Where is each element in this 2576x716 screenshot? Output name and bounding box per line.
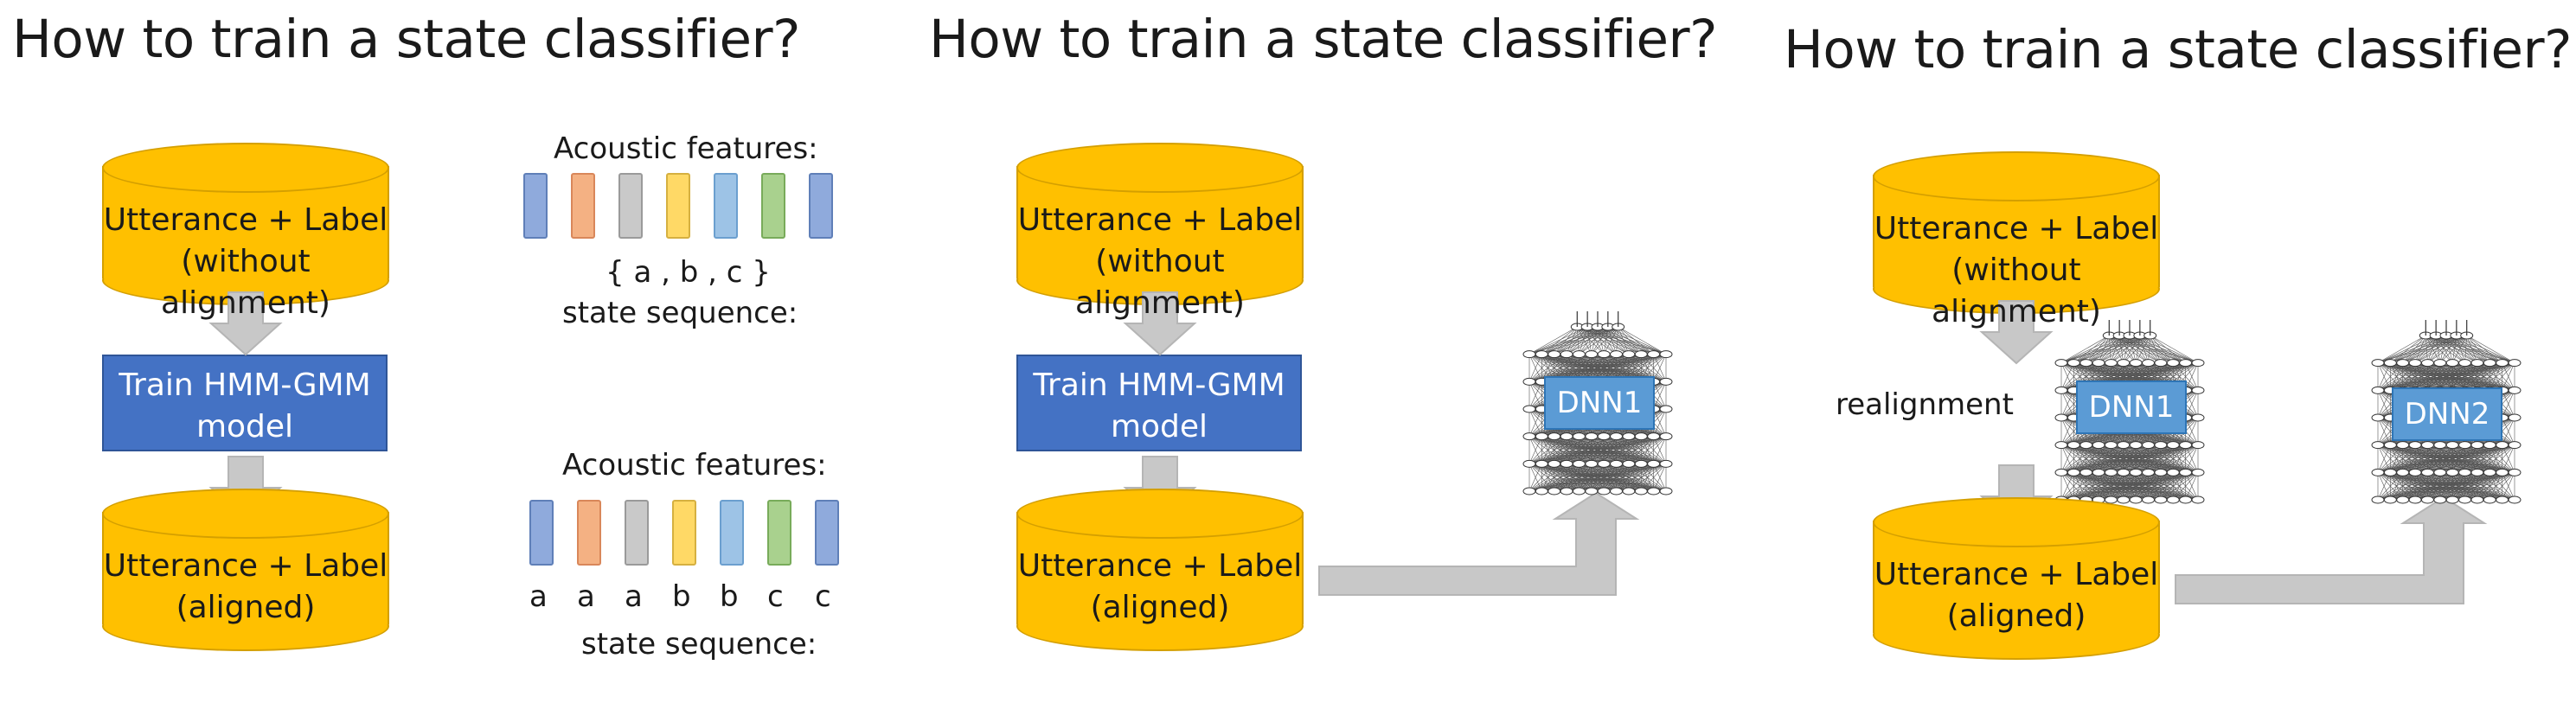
state-sequence-label-lower: state sequence: [581, 627, 817, 662]
right-up-arrow-icon [1318, 491, 1640, 596]
state-label: a [625, 579, 643, 614]
state-label: c [767, 579, 784, 614]
database-unaligned: Utterance + Label (without alignment) [102, 143, 389, 321]
feature-vector [523, 173, 548, 239]
state-set-label: { a , b , c } [606, 255, 771, 290]
feature-vector [618, 173, 643, 239]
database-aligned: Utterance + Label (aligned) [1016, 489, 1304, 651]
database-label-line2: (without alignment) [1075, 244, 1245, 321]
panel-3: How to train a state classifier? Utteran… [1782, 0, 2576, 716]
train-box-line1: Train HMM-GMM [1033, 368, 1285, 403]
database-label-line1: Utterance + Label [1017, 548, 1303, 584]
train-hmm-gmm-box: Train HMM-GMM model [1016, 355, 1302, 451]
database-label-line2: (without alignment) [161, 244, 330, 321]
panel-1: How to train a state classifier? Utteran… [0, 0, 865, 716]
state-label: b [720, 579, 739, 614]
state-label: c [815, 579, 831, 614]
feature-vector [577, 500, 601, 566]
database-label-line1: Utterance + Label [103, 548, 388, 584]
dnn-model-label: DNN1 [1544, 376, 1655, 430]
panel-title: How to train a state classifier? [1784, 19, 2572, 80]
panel-title: How to train a state classifier? [929, 9, 1717, 70]
database-unaligned: Utterance + Label (without alignment) [1016, 143, 1304, 321]
database-label-line2: (aligned) [1090, 590, 1230, 625]
features-heading-lower: Acoustic features: [562, 448, 827, 483]
database-label-line1: Utterance + Label [1874, 557, 2159, 592]
right-up-arrow-icon [2175, 495, 2488, 604]
dnn-model-label: DNN1 [2076, 380, 2187, 434]
feature-vector [761, 173, 785, 239]
feature-vector [815, 500, 839, 566]
feature-vector [672, 500, 696, 566]
database-aligned: Utterance + Label (aligned) [1873, 497, 2160, 660]
database-label-line2: (aligned) [1946, 598, 2086, 634]
database-label-line2: (aligned) [176, 590, 316, 625]
feature-vector [666, 173, 690, 239]
panel-2: How to train a state classifier? Utteran… [917, 0, 1717, 716]
state-label: a [577, 579, 595, 614]
database-label-line1: Utterance + Label [103, 202, 388, 238]
train-box-line2: model [1110, 409, 1208, 444]
database-aligned: Utterance + Label (aligned) [102, 489, 389, 651]
database-label-line2: (without alignment) [1932, 253, 2101, 329]
feature-vector [714, 173, 738, 239]
state-label: a [529, 579, 548, 614]
feature-vector [809, 173, 833, 239]
feature-vector [720, 500, 744, 566]
feature-vector [529, 500, 554, 566]
database-label-line1: Utterance + Label [1017, 202, 1303, 238]
database-unaligned: Utterance + Label (without alignment) [1873, 151, 2160, 329]
database-label-line1: Utterance + Label [1874, 211, 2159, 246]
train-box-line2: model [195, 409, 294, 444]
panel-title: How to train a state classifier? [12, 9, 800, 70]
train-box-line1: Train HMM-GMM [119, 368, 371, 403]
feature-vector [571, 173, 595, 239]
dnn-model-label: DNN2 [2392, 387, 2502, 441]
state-sequence-label-upper: state sequence: [562, 296, 798, 330]
feature-vector [625, 500, 649, 566]
feature-vector [767, 500, 791, 566]
state-label: b [672, 579, 691, 614]
realignment-label: realignment [1836, 387, 2014, 422]
features-heading-upper: Acoustic features: [554, 131, 818, 166]
train-hmm-gmm-box: Train HMM-GMM model [102, 355, 388, 451]
